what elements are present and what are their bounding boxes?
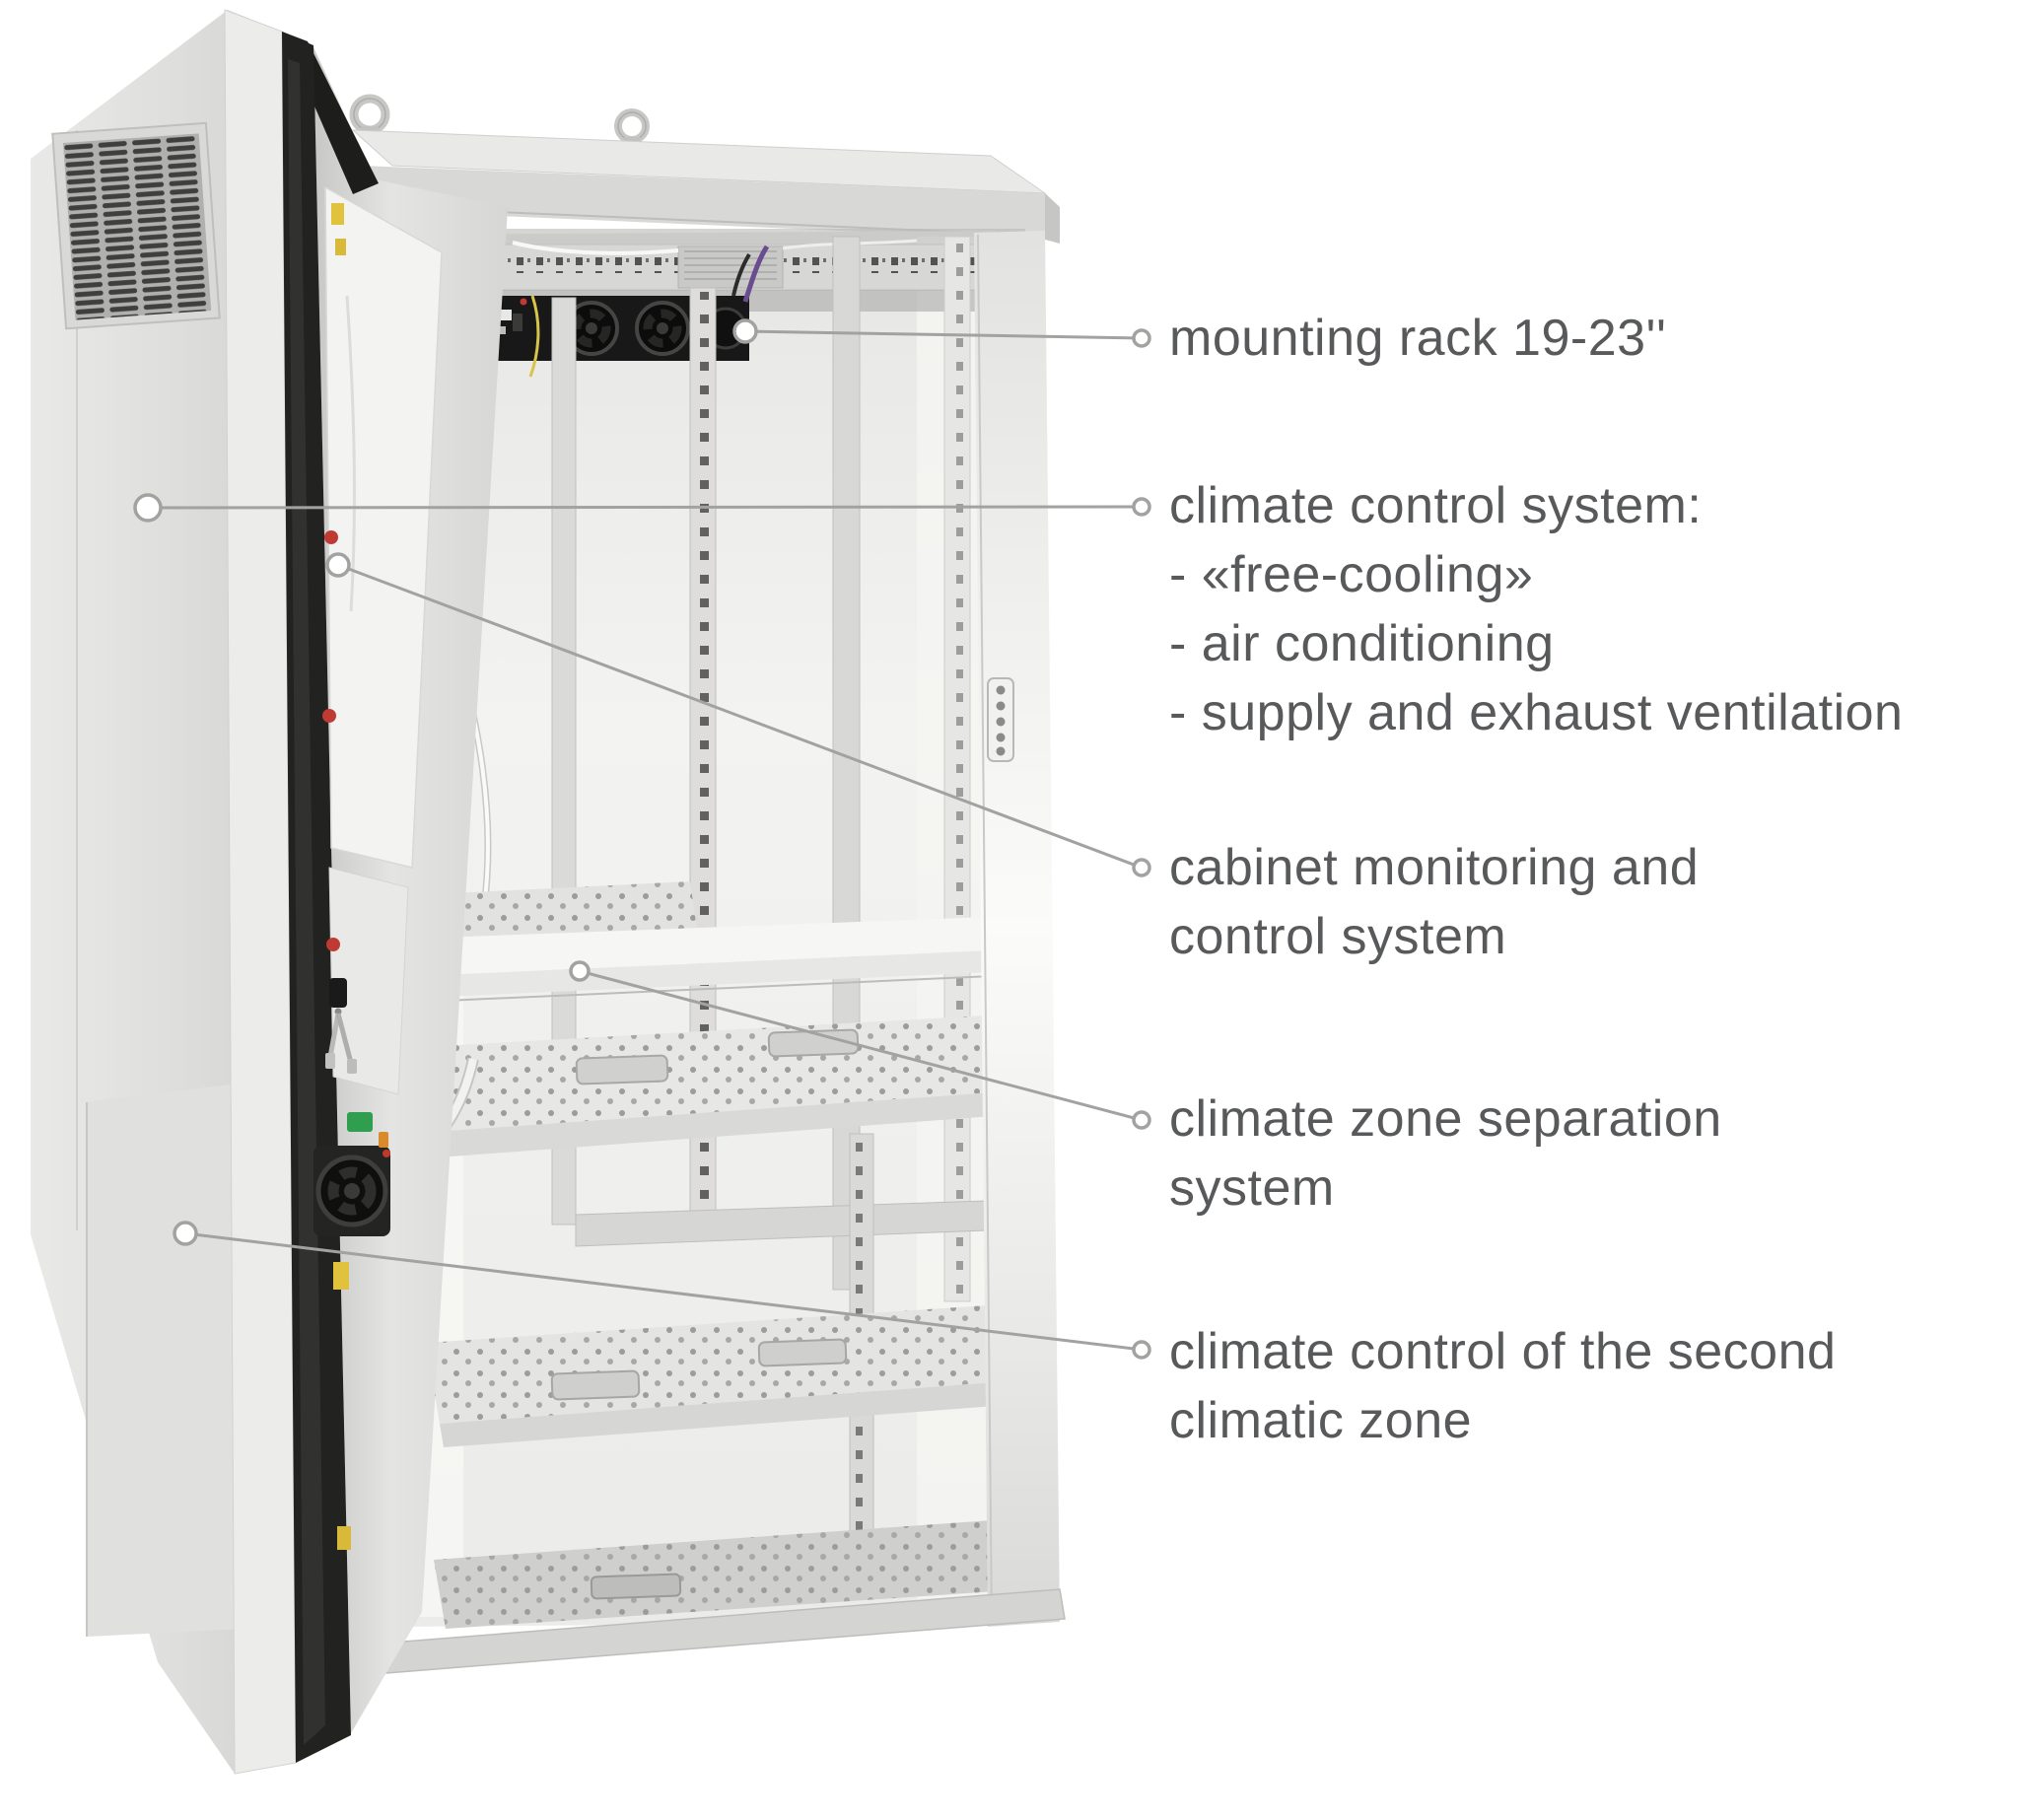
red-knob-icon (322, 709, 336, 723)
door-keys-icon (325, 978, 357, 1074)
lock-plate (987, 677, 1014, 762)
label-line: climatic zone (1169, 1392, 1473, 1449)
cabinet-body (349, 94, 1066, 1675)
leader-zone-separation (569, 960, 1151, 1130)
cabinet-interior (392, 229, 1025, 1629)
red-knob-icon (326, 938, 340, 951)
warning-sticker-icon (335, 239, 346, 255)
warning-sticker-icon (333, 1262, 349, 1290)
label-line: mounting rack 19-23'' (1169, 310, 1667, 367)
label-climate-zone-separation: climate zone separation system (1169, 1085, 1722, 1223)
label-line: climate zone separation (1169, 1090, 1722, 1148)
label-line: - supply and exhaust ventilation (1169, 684, 1904, 741)
label-line: - air conditioning (1169, 615, 1555, 672)
leader-lines (133, 318, 1151, 1360)
door-gasket (282, 32, 379, 1763)
label-line: cabinet monitoring and (1169, 839, 1700, 896)
label-second-zone-climate: climate control of the second climatic z… (1169, 1317, 1836, 1455)
warning-sticker-icon (337, 1526, 351, 1550)
door-fan-unit (313, 1112, 390, 1236)
label-cabinet-monitoring: cabinet monitoring and control system (1169, 833, 1699, 971)
label-line: climate control of the second (1169, 1323, 1837, 1380)
zone-separation-shelf (412, 881, 993, 1003)
label-line: control system (1169, 908, 1507, 965)
label-mounting-rack: mounting rack 19-23'' (1169, 304, 1666, 373)
label-line: system (1169, 1159, 1335, 1217)
din-rail (460, 239, 995, 291)
lower-compartment (392, 1015, 996, 1629)
label-line: - «free-cooling» (1169, 546, 1534, 603)
green-terminal-icon (347, 1112, 373, 1132)
fan-icon (564, 301, 619, 356)
lifting-eye-icon (349, 94, 650, 148)
door-monitoring-panel (322, 185, 443, 1550)
fan-icon (635, 301, 690, 356)
leader-mounting-rack (732, 318, 1151, 348)
leader-climate-control (133, 493, 1151, 523)
red-knob-icon (324, 530, 338, 544)
label-climate-control-system: climate control system: - «free-cooling»… (1169, 471, 1903, 747)
leader-monitoring (325, 552, 1151, 877)
label-line: climate control system: (1169, 477, 1703, 534)
front-frame-column (974, 231, 1060, 1627)
leader-second-zone (173, 1221, 1151, 1360)
open-door (31, 9, 508, 1775)
heat-exchanger-grille (51, 121, 221, 330)
warning-sticker-icon (331, 203, 344, 225)
